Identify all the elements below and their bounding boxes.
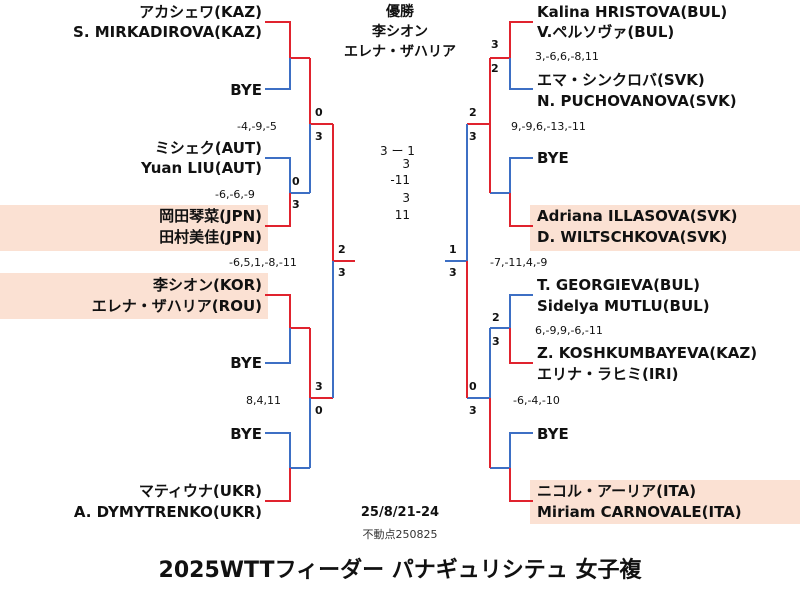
left-player-1a: アカシェワ(KAZ) (139, 3, 262, 21)
right-digit-r2-top: 2 (492, 311, 500, 324)
left-digit-sf-bottom: 3 (338, 266, 346, 279)
highlight-okada-tamura (0, 205, 268, 251)
left-score-qf1: -4,-9,-5 (237, 120, 277, 133)
final-game-2: -11 (390, 173, 410, 187)
right-player-bye-1: BYE (537, 149, 569, 167)
left-digit-qf2-top: 3 (315, 380, 323, 393)
left-score-sf: -6,5,1,-8,-11 (229, 256, 297, 269)
winner-name-1: 李シオン (372, 24, 428, 40)
left-player-5b: エレナ・ザハリア(ROU) (91, 297, 262, 315)
final-game-3: 3 (402, 191, 410, 205)
source-label: 不動点250825 (362, 528, 438, 541)
right-score-r1: 3,-6,6,-8,11 (535, 50, 599, 63)
left-player-bye-1: BYE (230, 81, 262, 99)
left-score-r1: -6,-6,-9 (215, 188, 255, 201)
left-digit-qf1-bottom: 3 (315, 130, 323, 143)
left-player-3a: ミシェク(AUT) (154, 139, 262, 157)
left-player-4a: 岡田琴菜(JPN) (159, 207, 262, 225)
event-date: 25/8/21-24 (360, 505, 440, 520)
left-player-8b: A. DYMYTRENKO(UKR) (73, 503, 262, 521)
right-player-8a: ニコル・アーリア(ITA) (537, 482, 697, 500)
right-digit-r1-top: 3 (491, 38, 499, 51)
right-digit-r1-bottom: 2 (491, 62, 499, 75)
right-player-1b: V.ペルソヴァ(BUL) (537, 23, 675, 41)
left-player-1b: S. MIRKADIROVA(KAZ) (73, 23, 262, 41)
final-sets: 3 ー 1 (380, 144, 415, 158)
left-score-qf2: 8,4,11 (246, 394, 281, 407)
right-digit-qf1-bottom: 3 (469, 130, 477, 143)
final-game-1: 3 (402, 157, 410, 171)
right-player-6a: Z. KOSHKUMBAYEVA(KAZ) (537, 344, 758, 362)
right-player-2b: N. PUCHOVANOVA(SVK) (537, 92, 737, 110)
right-digit-qf2-bottom: 3 (469, 404, 477, 417)
left-player-5a: 李シオン(KOR) (153, 276, 262, 294)
left-player-bye-2: BYE (230, 354, 262, 372)
final-game-4: 11 (394, 208, 410, 222)
right-player-5b: Sidelya MUTLU(BUL) (537, 297, 710, 315)
right-player-bye-2: BYE (537, 425, 569, 443)
left-player-bye-3: BYE (230, 425, 262, 443)
right-score-sf: -7,-11,4,-9 (490, 256, 548, 269)
right-score-qf2: -6,-4,-10 (513, 394, 560, 407)
left-digit-sf-top: 2 (338, 243, 346, 256)
winner-heading: 優勝 (386, 4, 414, 20)
right-digit-qf1-top: 2 (469, 106, 477, 119)
right-player-6b: エリナ・ラヒミ(IRI) (537, 365, 679, 383)
right-score-r2: 6,-9,9,-6,-11 (535, 324, 603, 337)
left-digit-r1-bottom: 3 (292, 198, 300, 211)
page-title: 2025WTTフィーダー パナギュリシテュ 女子複 (158, 558, 642, 583)
highlight-arya-carnovale (530, 480, 800, 524)
right-player-4a: Adriana ILLASOVA(SVK) (537, 207, 738, 225)
right-player-5a: T. GEORGIEVA(BUL) (537, 276, 700, 294)
right-digit-sf-top: 1 (449, 243, 457, 256)
left-player-8a: マティウナ(UKR) (138, 482, 262, 500)
right-player-1a: Kalina HRISTOVA(BUL) (537, 3, 728, 21)
highlight-illasova-wiltschkova (530, 205, 800, 251)
right-digit-sf-bottom: 3 (449, 266, 457, 279)
winner-name-2: エレナ・ザハリア (344, 44, 456, 60)
right-digit-qf2-top: 0 (469, 380, 477, 393)
left-digit-qf1-top: 0 (315, 106, 323, 119)
right-player-2a: エマ・シンクロバ(SVK) (537, 71, 705, 89)
highlight-lee-zaharia (0, 273, 268, 319)
left-digit-r1-top: 0 (292, 175, 300, 188)
left-digit-qf2-bottom: 0 (315, 404, 323, 417)
left-player-3b: Yuan LIU(AUT) (140, 159, 262, 177)
right-player-4b: D. WILTSCHKOVA(SVK) (537, 228, 728, 246)
right-player-8b: Miriam CARNOVALE(ITA) (537, 503, 742, 521)
right-digit-r2-bottom: 3 (492, 335, 500, 348)
right-score-qf1: 9,-9,6,-13,-11 (511, 120, 586, 133)
left-player-4b: 田村美佳(JPN) (159, 228, 262, 246)
